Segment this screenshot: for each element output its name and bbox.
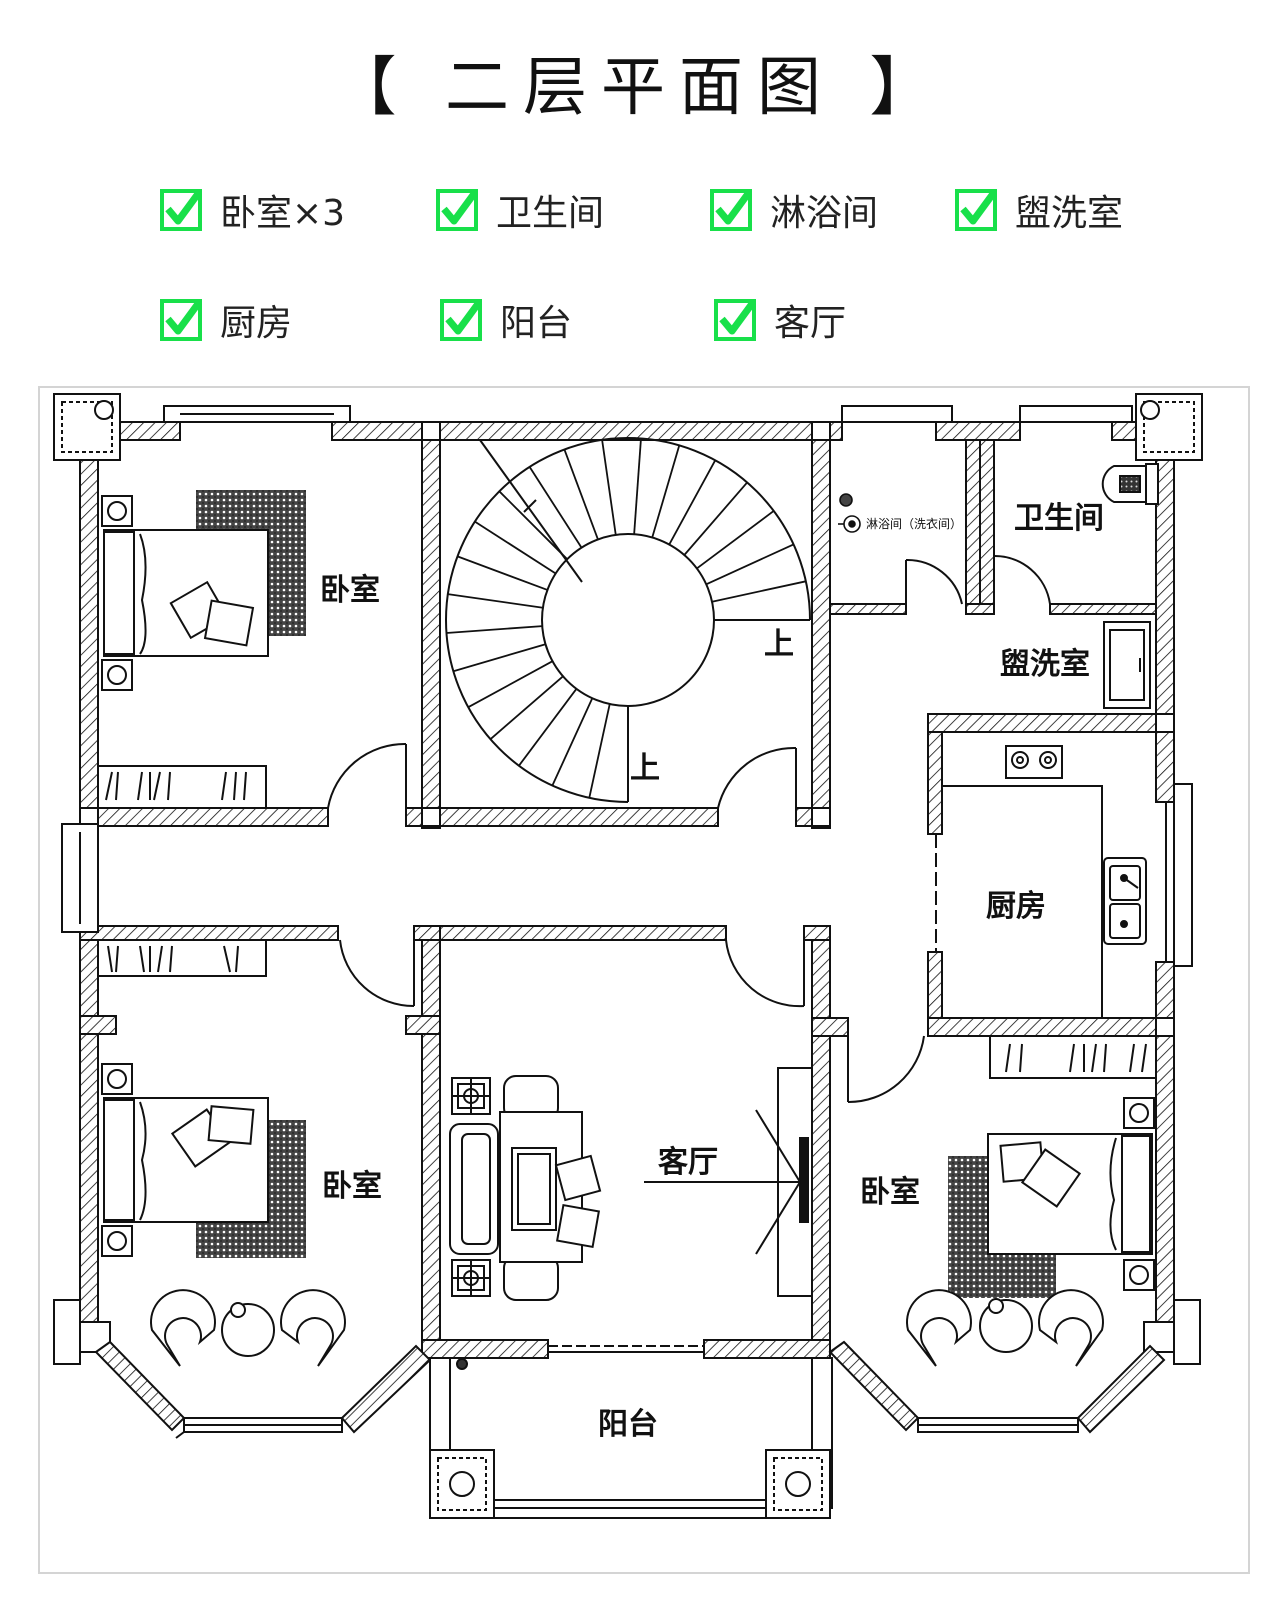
stair-tread: [705, 543, 794, 586]
wardrobe-nw: [97, 765, 267, 809]
room-label-shower: 淋浴间（洗衣间）: [866, 516, 962, 531]
feature-label: 盥洗室: [1015, 193, 1124, 234]
checkbox-checked-icon: [955, 189, 997, 231]
checkbox-checked-icon: [714, 299, 756, 341]
windows: [61, 405, 1193, 967]
feature-label: 客厅: [774, 303, 847, 344]
feature-balcony: 阳台: [440, 294, 572, 346]
stair-tread: [696, 510, 775, 570]
wardrobe-sw: [97, 939, 267, 977]
tv-wall: [644, 1067, 813, 1297]
stair-tread: [453, 643, 546, 673]
feature-washroom: 盥洗室: [955, 184, 1123, 236]
stair-tread: [551, 697, 594, 786]
room-label-balcony: 阳台: [598, 1407, 658, 1442]
room-label-bedroom: 卧室: [322, 1169, 382, 1204]
feature-bedroom: 卧室×3: [160, 184, 345, 236]
bed-sw: [101, 1063, 306, 1258]
stair-tread: [528, 466, 583, 549]
wardrobe-se: [989, 1035, 1157, 1079]
bed-se: [948, 1097, 1155, 1298]
sofa-set: [449, 1075, 602, 1301]
toilet: [1101, 463, 1159, 505]
checkbox-checked-icon: [160, 189, 202, 231]
stair-tread: [563, 449, 599, 540]
shower-fixtures: [838, 493, 861, 533]
stair-tread: [633, 438, 642, 535]
stair-tread: [446, 625, 543, 634]
feature-bathroom: 卫生间: [436, 184, 604, 236]
stair-tread: [683, 481, 748, 556]
walls: [79, 421, 1175, 1359]
feature-shower: 淋浴间: [710, 184, 878, 236]
bay-window-se: [828, 1340, 1166, 1434]
decor-pillars: [53, 393, 1203, 1365]
doors: [327, 554, 1051, 1104]
stair-tread: [447, 593, 544, 609]
room-label-washroom: 盥洗室: [1000, 647, 1090, 682]
stair-tread: [498, 490, 568, 560]
stair-tread: [588, 703, 611, 799]
washroom-cabinet: [1103, 621, 1151, 709]
stair-tread: [474, 520, 557, 575]
room-label-living: 客厅: [658, 1145, 718, 1180]
floor-plan-frame: [38, 386, 1250, 1574]
stair-treads: [446, 438, 807, 799]
feature-label: 厨房: [220, 303, 293, 344]
feature-label: 卫生间: [496, 193, 605, 234]
stair-tread: [457, 555, 548, 591]
balcony: [429, 1345, 833, 1519]
checkbox-checked-icon: [436, 189, 478, 231]
stair-up-label: 上: [630, 751, 660, 786]
stair-arrow: [479, 439, 583, 583]
stair-tread: [668, 459, 717, 545]
room-label-bathroom: 卫生间: [1014, 501, 1104, 536]
stair-tread: [489, 675, 564, 740]
stair-tread: [651, 445, 681, 538]
tea-set-se: [906, 1289, 1104, 1367]
tea-set-sw: [150, 1289, 346, 1367]
stair-tread: [711, 580, 807, 603]
feature-living: 客厅: [714, 294, 846, 346]
feature-kitchen: 厨房: [160, 294, 292, 346]
stair-tread: [467, 660, 553, 709]
stair-up-label: 上: [764, 627, 794, 662]
room-label-kitchen: 厨房: [986, 889, 1046, 924]
feature-label: 阳台: [500, 303, 573, 344]
feature-label: 卧室×3: [220, 193, 346, 234]
kitchen-counter: [942, 745, 1147, 1018]
checkbox-checked-icon: [440, 299, 482, 341]
checkbox-checked-icon: [710, 189, 752, 231]
stair-tread: [601, 439, 617, 536]
page-title: 【 二层平面图 】: [332, 51, 948, 125]
feature-label: 淋浴间: [770, 193, 879, 234]
stair-tread: [518, 688, 578, 767]
room-label-bedroom: 卧室: [320, 573, 380, 608]
bay-window-sw: [94, 1340, 432, 1439]
room-label-bedroom: 卧室: [860, 1175, 920, 1210]
checkbox-checked-icon: [160, 299, 202, 341]
bed-nw: [101, 490, 306, 691]
